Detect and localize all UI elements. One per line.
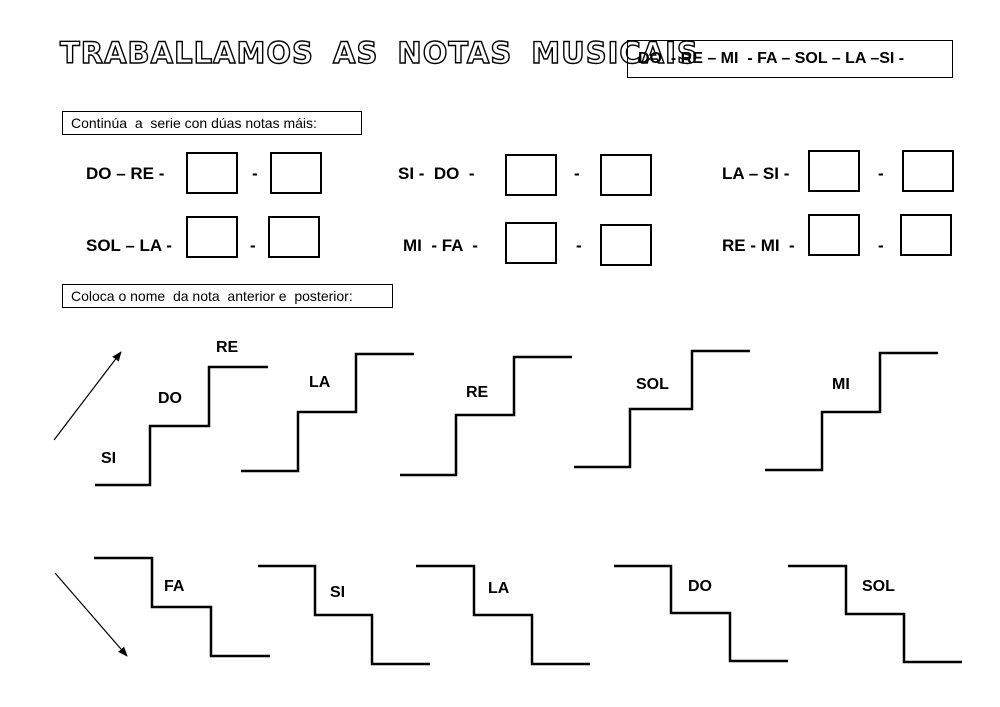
series-answer-5b[interactable] (600, 224, 652, 266)
descending-stairs-3 (416, 564, 590, 666)
series-answer-1b[interactable] (270, 152, 322, 194)
series-separator-4: - (250, 236, 256, 255)
series-answer-3a[interactable] (808, 150, 860, 192)
ascending-note-3: SOL (636, 376, 669, 393)
series-answer-4b[interactable] (268, 216, 320, 258)
descending-note-3: LA (488, 580, 510, 597)
series-answer-2b[interactable] (600, 154, 652, 196)
example-note-high: RE (216, 339, 239, 356)
series-answer-1a[interactable] (186, 152, 238, 194)
descending-stairs-1 (94, 556, 270, 658)
series-answer-3b[interactable] (902, 150, 954, 192)
notes-scale-box: DO - RE – MI - FA – SOL – LA –SI - (627, 40, 953, 78)
series-answer-6b[interactable] (900, 214, 952, 256)
example-note-mid: DO (158, 390, 182, 407)
page-title: TRABALLAMOS AS NOTAS MUSICAIS (59, 35, 699, 70)
ascending-arrow-icon (53, 351, 122, 441)
series-prompt-4: SOL – LA - (86, 236, 172, 255)
series-prompt-5: MI - FA - (403, 236, 478, 255)
ascending-stairs-2 (400, 355, 572, 477)
descending-note-2: SI (330, 584, 346, 601)
series-prompt-3: LA – SI - (722, 164, 790, 183)
ascending-stairs-1 (241, 352, 414, 473)
series-separator-6: - (878, 236, 884, 255)
ascending-stairs-example (95, 365, 268, 487)
instruction-series: Continúa a serie con dúas notas máis: (62, 111, 362, 135)
series-prompt-6: RE - MI - (722, 236, 795, 255)
series-answer-6a[interactable] (808, 214, 860, 256)
ascending-note-2: RE (466, 384, 489, 401)
ascending-stairs-3 (574, 349, 750, 469)
descending-stairs-5 (788, 564, 962, 664)
ascending-note-4: MI (832, 376, 850, 393)
series-prompt-2: SI - DO - (398, 164, 475, 183)
series-separator-3: - (878, 164, 884, 183)
descending-stairs-2 (258, 564, 430, 666)
descending-note-4: DO (688, 578, 712, 595)
series-answer-5a[interactable] (505, 222, 557, 264)
ascending-note-1: LA (309, 374, 331, 391)
descending-arrow-icon (54, 572, 128, 657)
series-prompt-1: DO – RE - (86, 164, 165, 183)
ascending-stairs-4 (765, 351, 938, 472)
series-answer-4a[interactable] (186, 216, 238, 258)
instruction-neighbors: Coloca o nome da nota anterior e posteri… (62, 284, 393, 308)
series-separator-2: - (574, 164, 580, 183)
series-answer-2a[interactable] (505, 154, 557, 196)
series-separator-1: - (252, 164, 258, 183)
example-note-low: SI (101, 450, 117, 467)
descending-stairs-4 (614, 564, 788, 663)
series-separator-5: - (576, 236, 582, 255)
descending-note-5: SOL (862, 578, 895, 595)
descending-note-1: FA (164, 578, 185, 595)
